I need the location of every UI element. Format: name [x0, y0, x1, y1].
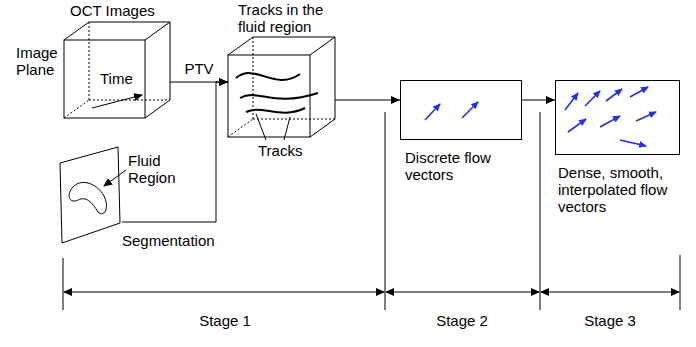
stack-title: OCT Images	[70, 2, 180, 19]
stage-label: Stage 2	[412, 312, 512, 329]
fluid-region-label: Fluid Region	[128, 152, 182, 186]
segmentation-plane	[60, 147, 120, 243]
track-volume: Tracks in the fluid regionTracks	[228, 37, 335, 137]
flow-connector	[522, 100, 555, 101]
time-arrow	[92, 95, 142, 108]
vector-caption: Dense, smooth, interpolated flow vectors	[558, 164, 688, 215]
leader-lines	[256, 114, 290, 140]
flow-connector	[335, 100, 400, 101]
vector-box: Discrete flow vectors	[400, 80, 522, 140]
volume-title: Tracks in the fluid region	[238, 1, 343, 35]
fluid-blob	[69, 182, 106, 213]
vector-box: Dense, smooth, interpolated flow vectors	[555, 80, 680, 155]
axis-label: Time	[100, 70, 144, 87]
edge-label: PTV	[182, 60, 215, 77]
tracks-cube	[228, 37, 335, 137]
axis-label: Image Plane	[16, 44, 62, 78]
stage-label: Stage 3	[560, 312, 660, 329]
stage-label: Stage 1	[175, 312, 275, 329]
oct-cube	[64, 22, 170, 118]
tracks-label: Tracks	[258, 142, 328, 159]
fluid-arrow	[104, 170, 126, 186]
segmentation-mask: SegmentationFluid Region	[56, 145, 122, 245]
segmentation-label: Segmentation	[122, 232, 222, 249]
track-curves	[236, 73, 318, 113]
vector-caption: Discrete flow vectors	[405, 149, 505, 183]
flow-connector	[122, 82, 228, 222]
